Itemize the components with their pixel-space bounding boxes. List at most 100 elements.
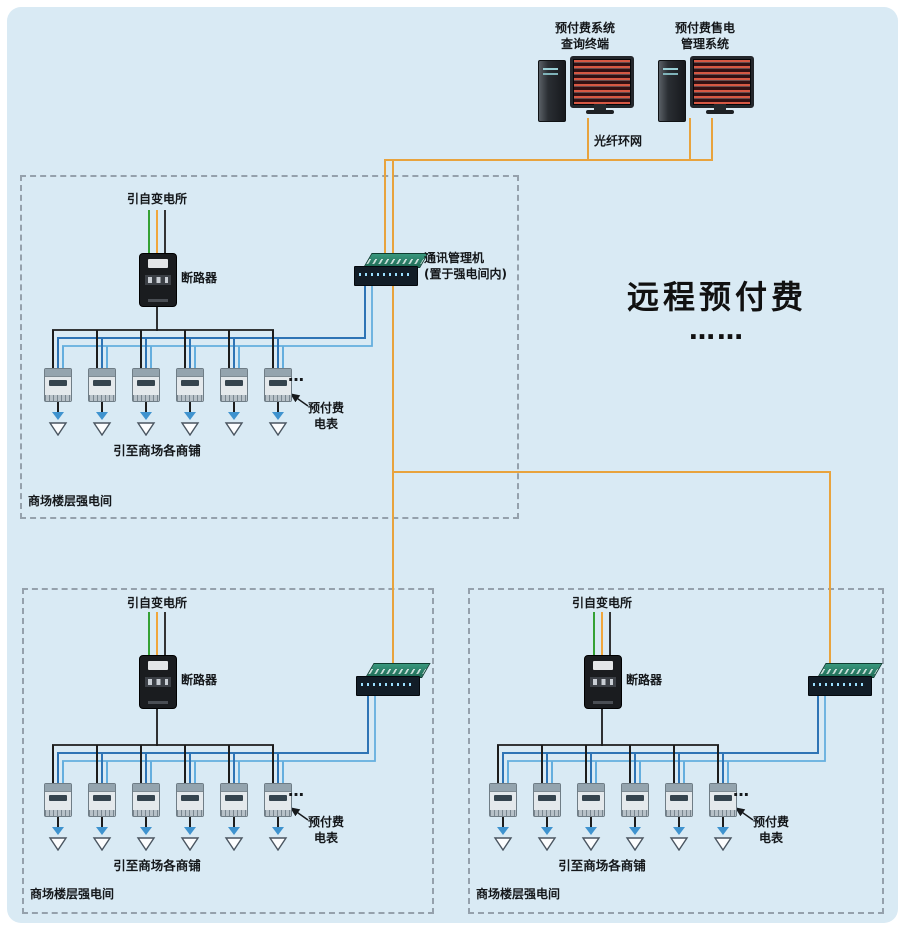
breaker-switch-band xyxy=(145,275,171,285)
pc-tower-icon xyxy=(538,60,566,122)
signal-drop-wire xyxy=(194,346,196,368)
feed-wire xyxy=(277,817,279,827)
prepaid-meter-icon xyxy=(665,783,693,817)
load-triangle-icon xyxy=(581,837,601,851)
power-drop-wire xyxy=(272,330,274,368)
signal-drop-wire xyxy=(238,346,240,368)
signal-drop-wire xyxy=(106,761,108,783)
meter-screen xyxy=(181,795,199,801)
prepaid-meter-icon xyxy=(176,783,204,817)
data-drop-wire xyxy=(277,753,279,783)
meter-header xyxy=(89,369,115,377)
more-meters-dots: … xyxy=(733,781,749,800)
load-triangle-icon xyxy=(268,837,288,851)
feed-wire xyxy=(678,817,680,827)
power-drop-wire xyxy=(497,745,499,783)
breaker-label-plate xyxy=(148,259,168,268)
query-terminal-label: 预付费系统 查询终端 xyxy=(527,20,643,52)
meter-screen xyxy=(49,380,67,386)
data-drop-wire xyxy=(189,753,191,783)
power-drop-wire xyxy=(140,745,142,783)
prepaid-meter-icon xyxy=(88,368,116,402)
breaker-label: 断路器 xyxy=(181,673,218,687)
meter-terminals xyxy=(45,810,71,816)
signal-drop-wire xyxy=(727,761,729,783)
signal-drop-wire xyxy=(150,761,152,783)
power-drop-wire xyxy=(96,745,98,783)
meter-header xyxy=(578,784,604,792)
shops-label: 引至商场各商铺 xyxy=(113,858,201,873)
prepaid-meter-label-line1: 预付费 xyxy=(307,401,344,415)
meter-unit xyxy=(621,745,649,851)
meter-terminals xyxy=(221,395,247,401)
monitor-screen-icon xyxy=(574,60,630,104)
prepaid-meter-icon xyxy=(533,783,561,817)
room-name-label: 商场楼层强电间 xyxy=(28,494,113,508)
prepaid-meter-icon xyxy=(132,783,160,817)
circuit-breaker-icon xyxy=(139,655,177,709)
down-arrow-icon xyxy=(272,827,284,835)
prepaid-meter-icon xyxy=(709,783,737,817)
prepaid-meter-label: 预付费 电表 xyxy=(294,814,358,846)
room-name-label: 商场楼层强电间 xyxy=(30,887,115,901)
down-arrow-icon xyxy=(673,827,685,835)
comm-manager-2-icon xyxy=(356,662,431,696)
monitor-stand-icon xyxy=(714,104,726,110)
breaker-terminal-strip xyxy=(148,701,168,704)
load-triangle-icon xyxy=(625,837,645,851)
meter-header xyxy=(177,369,203,377)
feed-wire xyxy=(145,402,147,412)
meter-screen xyxy=(49,795,67,801)
feed-wire xyxy=(189,402,191,412)
data-drop-wire xyxy=(101,753,103,783)
power-drop-wire xyxy=(272,745,274,783)
comm-manager-label-line1: 通讯管理机 xyxy=(424,251,485,265)
breaker-switch-band xyxy=(145,677,171,687)
load-triangle-icon xyxy=(48,422,68,436)
prepaid-meter-label-line1: 预付费 xyxy=(752,815,789,829)
down-arrow-icon xyxy=(52,827,64,835)
meter-screen xyxy=(626,795,644,801)
data-drop-wire xyxy=(233,753,235,783)
feed-wire xyxy=(722,817,724,827)
workstation-query-terminal xyxy=(538,56,634,122)
down-arrow-icon xyxy=(228,412,240,420)
power-room-2 xyxy=(22,588,434,914)
query-terminal-label-line2: 查询终端 xyxy=(560,37,609,51)
signal-drop-wire xyxy=(507,761,509,783)
signal-drop-wire xyxy=(282,761,284,783)
meter-terminals xyxy=(133,395,159,401)
signal-drop-wire xyxy=(62,761,64,783)
meter-terminals xyxy=(133,810,159,816)
load-triangle-icon xyxy=(537,837,557,851)
power-drop-wire xyxy=(184,745,186,783)
signal-drop-wire xyxy=(62,346,64,368)
load-triangle-icon xyxy=(180,422,200,436)
rs485-wires xyxy=(57,284,819,754)
drive-slits-icon xyxy=(543,68,558,70)
meter-screen xyxy=(181,380,199,386)
power-drop-wire xyxy=(96,330,98,368)
meter-terminals xyxy=(265,810,291,816)
load-triangle-icon xyxy=(48,837,68,851)
data-drop-wire xyxy=(233,338,235,368)
prepaid-meter-label-line2: 电表 xyxy=(313,417,338,431)
prepaid-meter-label: 预付费 电表 xyxy=(739,814,803,846)
comm-manager-1-icon xyxy=(354,252,429,286)
meter-terminals xyxy=(45,395,71,401)
fiber-network-wires xyxy=(384,118,831,663)
meter-screen xyxy=(93,380,111,386)
meter-header xyxy=(710,784,736,792)
meter-unit xyxy=(132,745,160,851)
prepaid-meter-label-line1: 预付费 xyxy=(307,815,344,829)
down-arrow-icon xyxy=(184,827,196,835)
breaker-terminal-strip xyxy=(148,299,168,302)
vending-system-label: 预付费售电 管理系统 xyxy=(647,20,763,52)
breaker-label-plate xyxy=(593,661,613,670)
data-drop-wire xyxy=(590,753,592,783)
prepaid-meter-icon xyxy=(132,368,160,402)
feed-wire xyxy=(57,402,59,412)
power-drop-wire xyxy=(629,745,631,783)
